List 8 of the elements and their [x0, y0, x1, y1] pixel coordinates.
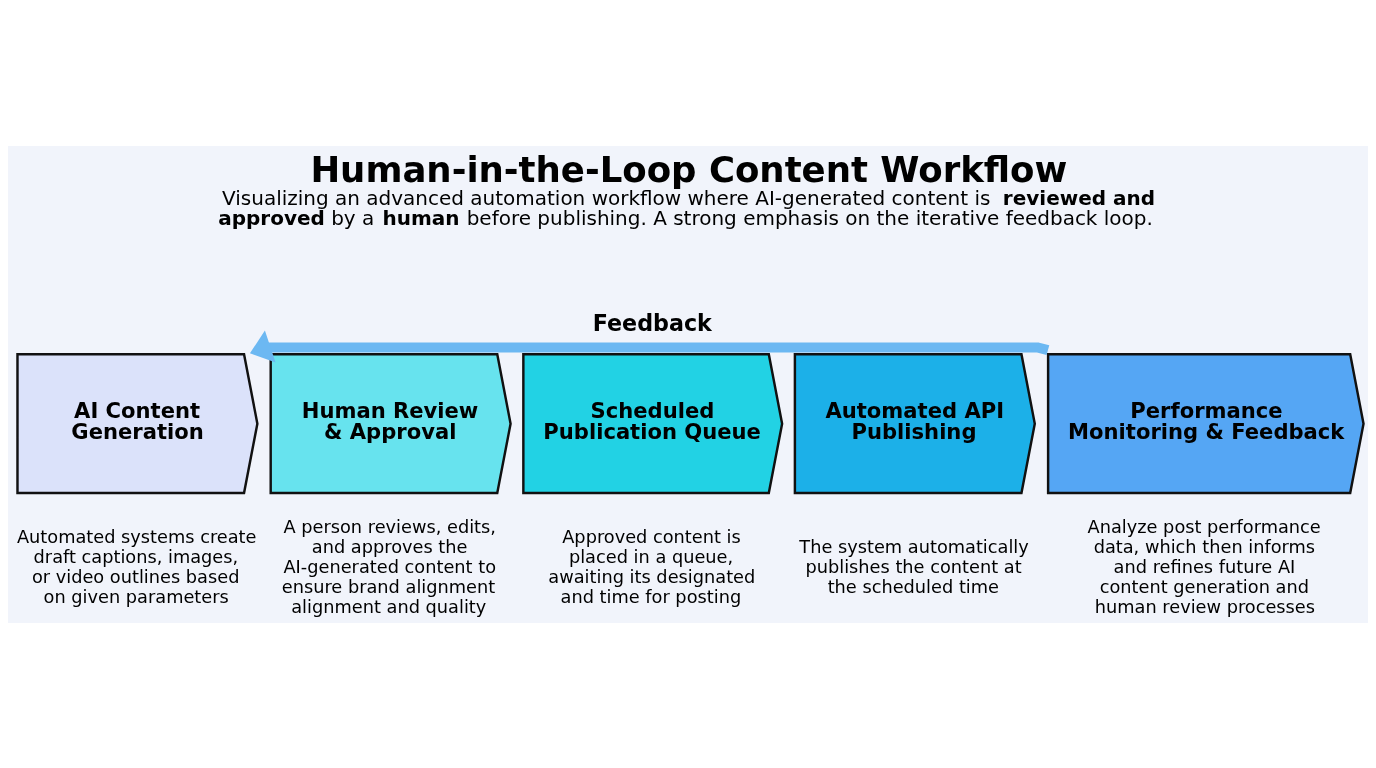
node-label: Approved content is placed in a queue, awaiting its designated and time for posting	[548, 526, 756, 607]
arrow	[249, 330, 1050, 363]
node-label: A person reviews, edits, and approves the AI-generated content to ensure brand alignment alignment and quality	[281, 516, 496, 617]
edge-label: Feedback	[592, 309, 712, 336]
node-label: The system automatically publishes the content at the scheduled time	[799, 536, 1029, 597]
node-label: Analyze post performance data, which then informs and refines future AI content generation and human review processes	[1087, 516, 1321, 617]
node-label: Automated systems create draft captions, images, or video outlines based on given parameters	[16, 526, 257, 607]
diagram-title: Human-in-the-Loop Content Workflow	[310, 148, 1068, 190]
